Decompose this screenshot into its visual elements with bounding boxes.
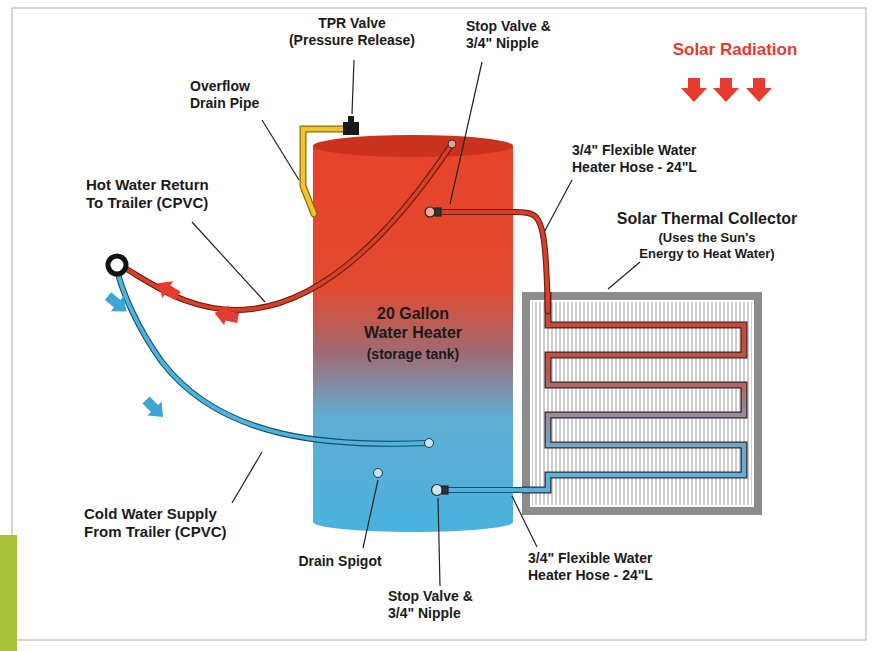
hose-stub [437, 209, 513, 215]
solar-collector: Solar Thermal Collector(Uses the Sun's E… [522, 292, 762, 515]
hose-label: 3/4" Flexible Water Heater Hose - 24"L [528, 550, 706, 584]
hose-outline [513, 212, 548, 311]
hose-stub [446, 487, 513, 493]
hose-stub [446, 488, 513, 492]
radiation-arrows [681, 78, 772, 102]
outlet-fitting [448, 140, 456, 148]
hose-stub [437, 210, 513, 214]
valve-label: Stop Valve & 3/4" Nipple [388, 588, 500, 622]
collector-subtitle: (Uses the Sun's Energy to Heat Water) [622, 230, 792, 261]
tank-body [313, 146, 513, 522]
pipe-label: Hot Water Return To Trailer (CPVC) [86, 176, 266, 212]
cold-pipe [118, 274, 429, 444]
hose-core [513, 488, 522, 492]
radiation-label: Solar Radiation [640, 40, 830, 60]
valve-label: TPR Valve (Pressure Release) [282, 15, 422, 49]
drain-spigot [374, 469, 383, 478]
flow-arrow [102, 288, 133, 319]
collector-tube [522, 292, 744, 490]
leader-line [192, 60, 640, 586]
inlet-fitting [425, 439, 434, 448]
part-label: Drain Spigot [290, 553, 390, 570]
hose-connector [513, 490, 522, 491]
tank-subtitle: (storage tank) [333, 346, 493, 363]
tpr-valve [343, 116, 359, 135]
stop-valve [425, 207, 441, 217]
flow-arrow [152, 275, 183, 305]
hot-pipe [123, 144, 452, 310]
trailer-fitting [108, 256, 126, 274]
overflow-pipe [303, 129, 345, 214]
cold-pipe [118, 274, 429, 444]
overflow-pipe [303, 129, 345, 214]
solar-collector-shape [522, 292, 762, 515]
hose-outline [513, 487, 522, 493]
hot-pipe [123, 144, 452, 310]
flow-arrow [212, 303, 240, 328]
hose-connector [513, 212, 548, 311]
side-bar [0, 535, 17, 651]
tank-bottom [313, 512, 513, 532]
tank-title: 20 Gallon Water Heater [333, 304, 493, 342]
tank-top [313, 135, 513, 157]
frame [12, 8, 866, 640]
hose-core [513, 212, 548, 311]
pipe-label: Overflow Drain Pipe [190, 78, 278, 112]
collector-title: Solar Thermal Collector [582, 209, 832, 228]
stop-valve [432, 485, 449, 496]
pipe-label: Cold Water Supply From Trailer (CPVC) [84, 505, 279, 541]
hose-label: 3/4" Flexible Water Heater Hose - 24"L [572, 142, 750, 176]
valve-label: Stop Valve & 3/4" Nipple [466, 18, 578, 52]
flow-arrow [139, 393, 170, 424]
collector-tube [522, 292, 744, 490]
